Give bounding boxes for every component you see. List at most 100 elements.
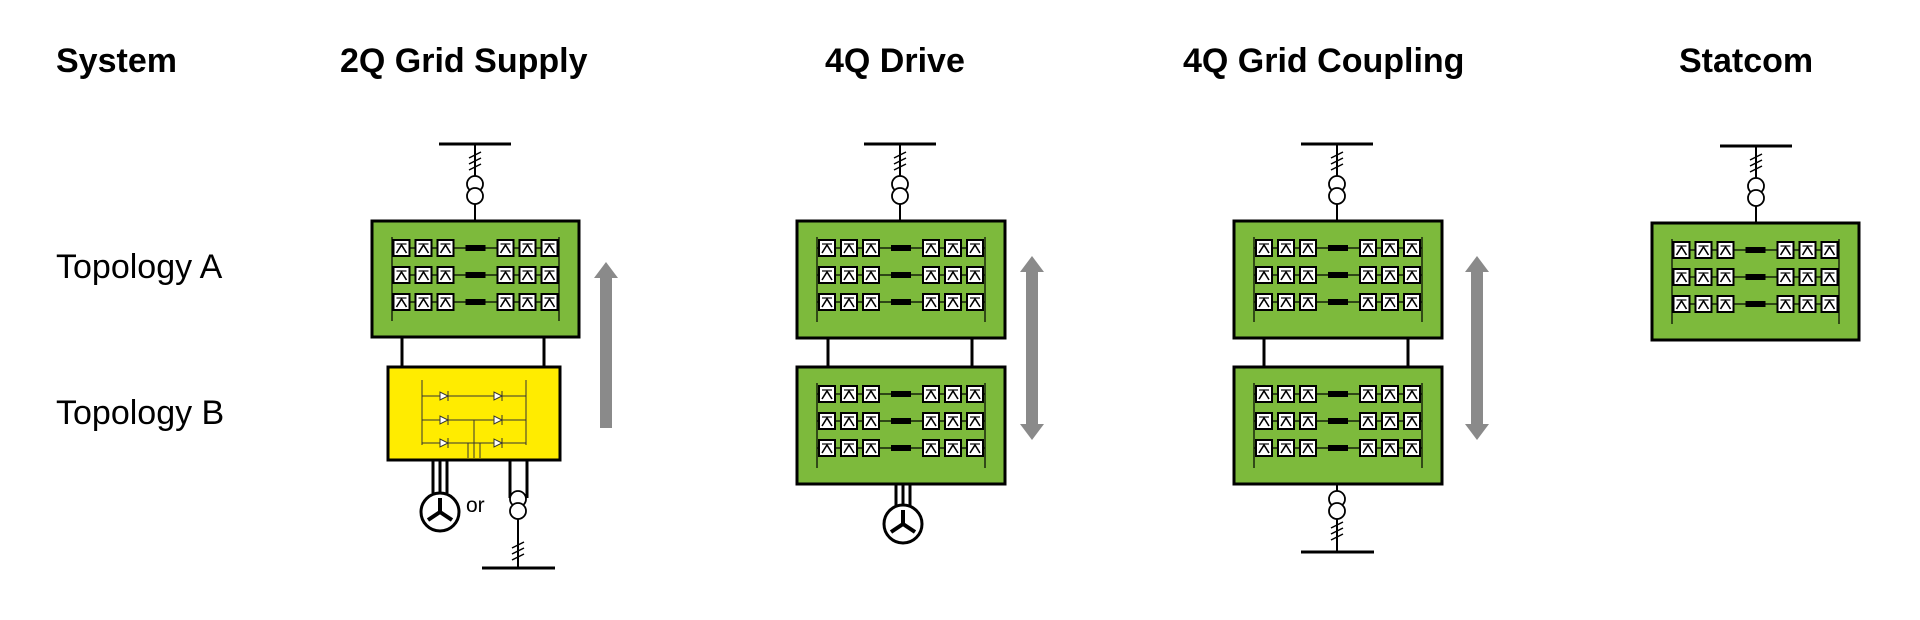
converter-cell-icon (840, 266, 858, 284)
transformer-icon (509, 490, 527, 520)
converter-cell-icon (518, 239, 537, 257)
converter-cell-icon (1403, 239, 1421, 257)
converter-cell-icon (540, 293, 559, 311)
header-2q-grid-supply: 2Q Grid Supply (340, 42, 588, 80)
converter-cell-icon (1359, 266, 1377, 284)
converter-cell-icon (1798, 268, 1817, 286)
converter-cell-icon (1299, 239, 1317, 257)
phase-reactor-icon (1328, 418, 1348, 424)
mmc-converter-block (1232, 365, 1444, 486)
converter-cell-icon (392, 266, 411, 284)
converter-cell-icon (1381, 412, 1399, 430)
phase-reactor-icon (465, 299, 486, 305)
converter-cell-icon (944, 266, 962, 284)
converter-cell-icon (1277, 385, 1295, 403)
converter-cell-icon (1359, 412, 1377, 430)
converter-cell-icon (922, 293, 940, 311)
converter-cell-icon (922, 412, 940, 430)
converter-cell-icon (1672, 268, 1691, 286)
transformer-icon (1328, 175, 1346, 205)
phase-reactor-icon (1745, 301, 1766, 307)
or-label: or (466, 494, 485, 517)
phase-reactor-icon (1745, 247, 1766, 253)
converter-cell-icon (1694, 241, 1713, 259)
header-4q-drive: 4Q Drive (825, 42, 965, 80)
converter-cell-icon (1403, 412, 1421, 430)
phase-reactor-icon (465, 245, 486, 251)
converter-cell-icon (1694, 295, 1713, 313)
converter-cell-icon (944, 385, 962, 403)
converter-cell-icon (1359, 239, 1377, 257)
converter-cell-icon (1299, 412, 1317, 430)
converter-cell-icon (436, 239, 455, 257)
converter-cell-icon (392, 293, 411, 311)
phase-reactor-icon (891, 391, 911, 397)
converter-cell-icon (1820, 241, 1839, 259)
transformer-icon (1747, 177, 1765, 207)
converter-cell-icon (436, 293, 455, 311)
converter-cell-icon (518, 266, 537, 284)
mmc-converter-block (1232, 219, 1444, 340)
converter-cell-icon (1277, 439, 1295, 457)
converter-cell-icon (1776, 241, 1795, 259)
converter-cell-icon (840, 412, 858, 430)
mmc-converter-block (370, 219, 581, 339)
converter-cell-icon (966, 293, 984, 311)
converter-cell-icon (966, 412, 984, 430)
converter-cell-icon (496, 293, 515, 311)
phase-reactor-icon (891, 445, 911, 451)
power-flow-arrow-bidirectional-icon (1020, 256, 1044, 440)
phase-reactor-icon (891, 245, 911, 251)
converter-cell-icon (862, 293, 880, 311)
dc-link-connectors (400, 337, 1410, 367)
phase-reactor-icon (891, 418, 911, 424)
converter-cell-icon (414, 239, 433, 257)
converter-cell-icon (540, 266, 559, 284)
diode-bridge-circuit (421, 380, 527, 458)
converter-cell-icon (944, 239, 962, 257)
converter-cell-icon (840, 439, 858, 457)
mmc-converter-block (1650, 221, 1861, 342)
converter-cell-icon (1672, 295, 1691, 313)
converter-cell-icon (1359, 385, 1377, 403)
converter-cell-icon (1255, 412, 1273, 430)
rectifier-output-leads (431, 460, 529, 493)
converter-cell-icon (840, 239, 858, 257)
transformer-icon (466, 175, 484, 205)
motor-icon (882, 503, 924, 545)
converter-cell-icon (1277, 239, 1295, 257)
converter-cell-icon (922, 385, 940, 403)
converter-cell-icon (1381, 293, 1399, 311)
converter-cell-icon (818, 293, 836, 311)
converter-cell-icon (1277, 266, 1295, 284)
phase-reactor-icon (891, 299, 911, 305)
converter-cell-icon (496, 266, 515, 284)
phase-reactor-icon (1328, 391, 1348, 397)
converter-cell-icon (818, 239, 836, 257)
converter-cell-icon (436, 266, 455, 284)
converter-cell-icon (840, 385, 858, 403)
converter-cell-icon (1776, 295, 1795, 313)
converter-cell-icon (966, 439, 984, 457)
converter-cell-icon (966, 266, 984, 284)
converter-cell-icon (818, 266, 836, 284)
converter-cell-icon (518, 293, 537, 311)
converter-cell-icon (1776, 268, 1795, 286)
converter-cell-icon (862, 239, 880, 257)
converter-cell-icon (1381, 439, 1399, 457)
converter-cell-icon (818, 412, 836, 430)
phase-reactor-icon (1328, 245, 1348, 251)
phase-reactor-icon (1745, 274, 1766, 280)
converter-cell-icon (1255, 385, 1273, 403)
converter-cell-icon (1403, 439, 1421, 457)
converter-cell-icon (1381, 239, 1399, 257)
converter-cell-icon (1255, 239, 1273, 257)
converter-cell-icon (1820, 295, 1839, 313)
converter-cell-icon (540, 239, 559, 257)
converter-cell-icon (392, 239, 411, 257)
converter-cell-icon (818, 439, 836, 457)
converter-cell-icon (862, 385, 880, 403)
converter-cell-icon (840, 293, 858, 311)
converter-cell-icon (1798, 241, 1817, 259)
header-statcom: Statcom (1679, 42, 1814, 80)
